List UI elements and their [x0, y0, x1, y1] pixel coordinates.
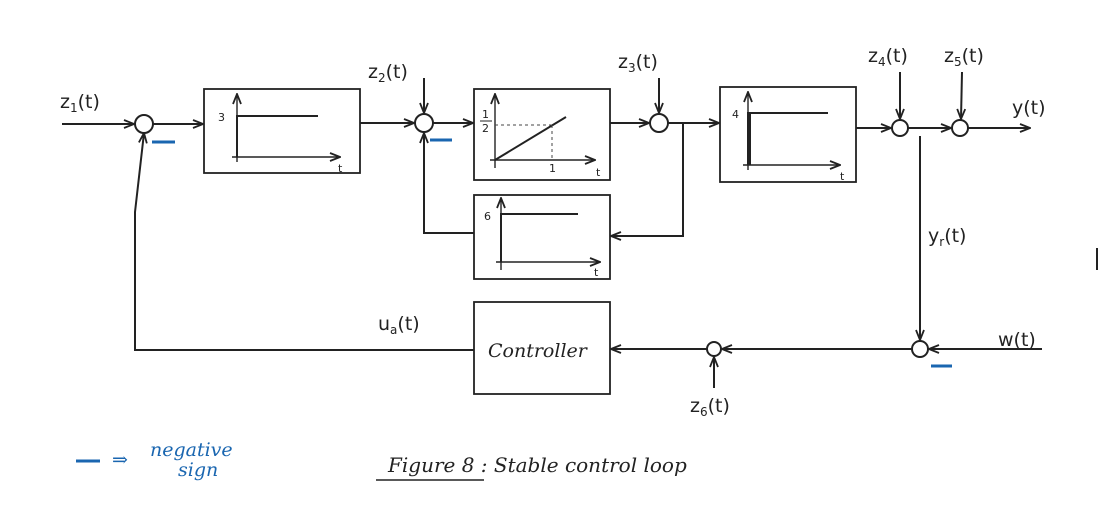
wire-inner-feedback-to-6 — [611, 123, 684, 236]
controller-label: Controller — [488, 340, 589, 362]
block-step-6 — [473, 194, 611, 280]
step3-gain: 3 — [218, 111, 225, 124]
legend-arrow: ⇒ — [112, 449, 128, 471]
block-ramp — [473, 88, 611, 181]
signal-ua: ua(t) — [378, 313, 420, 337]
ramp-axis-label: t — [596, 166, 601, 179]
signal-yr: yr(t) — [928, 225, 966, 249]
signal-y: y(t) — [1012, 97, 1046, 119]
summing-junction-5 — [951, 119, 969, 137]
signal-z3: z3(t) — [618, 51, 658, 75]
figure-caption: Figure 8 : Stable control loop — [387, 453, 687, 477]
step6-gain: 6 — [484, 210, 491, 223]
legend-line1: negative — [150, 439, 233, 461]
step6-response — [500, 213, 578, 262]
ramp-y-label-num: 1 — [482, 108, 489, 121]
summing-junction-7 — [706, 341, 722, 357]
ramp-y-label-den: 2 — [482, 122, 489, 135]
summing-junction-4 — [891, 119, 909, 137]
summing-junction-1 — [134, 114, 154, 134]
step3-axis-label: t — [338, 162, 343, 175]
signal-z6: z6(t) — [690, 395, 730, 419]
step4-gain: 4 — [732, 108, 739, 121]
legend-line2: sign — [178, 459, 218, 481]
block-step-3 — [203, 88, 361, 174]
summing-junction-6 — [911, 340, 929, 358]
summing-junction-3 — [649, 113, 669, 133]
ramp-x-label: 1 — [549, 162, 556, 175]
step4-axis-label: t — [840, 170, 845, 183]
wire-block6-to-sum2 — [424, 133, 474, 234]
summing-junction-2 — [414, 113, 434, 133]
signal-z5: z5(t) — [944, 45, 984, 69]
signal-z2: z2(t) — [368, 61, 408, 85]
signal-z4: z4(t) — [868, 45, 908, 69]
signal-z1: z1(t) — [60, 91, 100, 115]
step4-response — [747, 112, 828, 165]
wire-controller-to-sum1 — [134, 133, 474, 351]
signal-w: w(t) — [998, 329, 1036, 351]
step6-axis-label: t — [594, 266, 599, 279]
step3-response — [236, 115, 318, 157]
wire-z5-in — [961, 71, 962, 119]
ramp-response — [494, 116, 567, 161]
block-step-4 — [719, 86, 857, 183]
